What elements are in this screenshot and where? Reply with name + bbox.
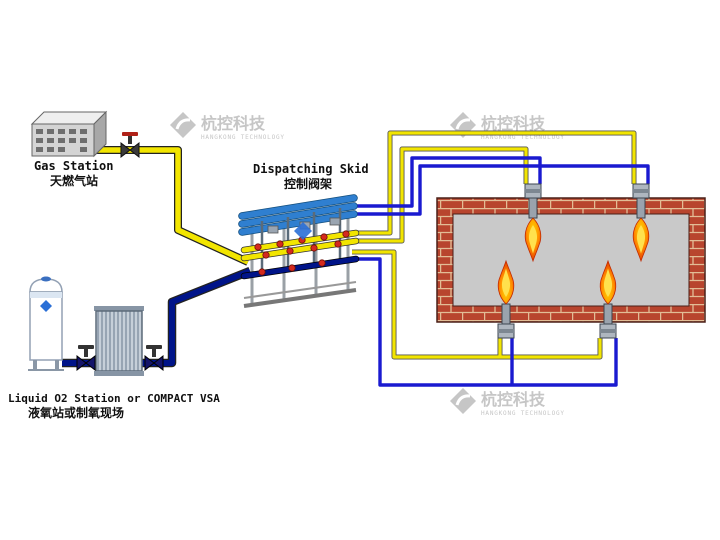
tank-brand-icon [40, 300, 52, 312]
liquid-o2-tank [28, 276, 64, 371]
gas-supply-outline [96, 146, 250, 266]
o2-station-label-zh: 液氧站或制氧现场 [28, 405, 124, 420]
brand-swoosh-icon [455, 118, 471, 130]
dispatching-skid [238, 194, 360, 308]
oxygen-valve-2-icon [144, 345, 164, 372]
vaporizer-bottom-header [94, 371, 144, 376]
burner-top-1 [524, 183, 542, 262]
distribution-pipes [352, 130, 650, 387]
watermark-bottom-right: 杭控科技 HANGKONG TECHNOLOGY [450, 388, 565, 417]
gas-supply-pipe [96, 147, 250, 265]
furnace [436, 197, 706, 323]
oxygen-line-top-burner-2 [354, 164, 650, 216]
watermark-top-right: 杭控科技 HANGKONG TECHNOLOGY [450, 112, 565, 141]
building-windows [36, 129, 87, 152]
watermark-brand: 杭控科技 [201, 114, 266, 133]
tank-top-cap [41, 276, 51, 282]
oxygen-line-bottom-burners [356, 257, 618, 387]
watermark-sub: HANGKONG TECHNOLOGY [201, 134, 285, 141]
watermark-sub: HANGKONG TECHNOLOGY [481, 134, 565, 141]
burner-bottom-2 [599, 260, 617, 339]
o2-station-label-en: Liquid O2 Station or COMPACT VSA [8, 392, 220, 405]
gas-station-building [30, 110, 108, 158]
brand-diamond-icon [450, 388, 476, 414]
skid-base-beam-2 [243, 281, 357, 299]
gas-station-label-en: Gas Station [34, 159, 113, 173]
furnace-interior [452, 213, 690, 307]
tank-band [30, 292, 62, 298]
watermark-top-left: 杭控科技 HANGKONG TECHNOLOGY [170, 112, 285, 141]
brand-swoosh-icon [175, 118, 191, 130]
gas-line-bottom-burners [352, 250, 602, 359]
skid-frame [250, 210, 350, 306]
skid-valve-handles [254, 230, 350, 276]
watermark-sub: HANGKONG TECHNOLOGY [481, 410, 565, 417]
building-roof [30, 111, 108, 125]
skid-blue-headers [238, 194, 358, 236]
vaporizer [94, 306, 144, 376]
skid-base-beam [243, 288, 357, 308]
brand-diamond-icon [170, 112, 196, 138]
dispatching-skid-label-zh: 控制阀架 [284, 176, 332, 191]
vaporizer-fins [95, 310, 143, 372]
burner-top-2 [632, 183, 650, 262]
gas-station-label-zh: 天燃气站 [50, 173, 98, 188]
skid-brand-icon [294, 222, 312, 240]
watermark-brand: 杭控科技 [481, 390, 546, 409]
brand-swoosh-icon [455, 394, 471, 406]
watermark-brand: 杭控科技 [481, 114, 546, 133]
burner-bottom-1 [497, 260, 515, 339]
gas-line-top-burner-2 [356, 131, 636, 235]
dispatching-skid-label-en: Dispatching Skid [253, 162, 369, 176]
vaporizer-top-header [94, 306, 144, 311]
gas-line-top-burner-1 [356, 147, 528, 243]
gas-valve-icon [120, 132, 140, 159]
oxygen-valve-1-icon [76, 345, 96, 372]
